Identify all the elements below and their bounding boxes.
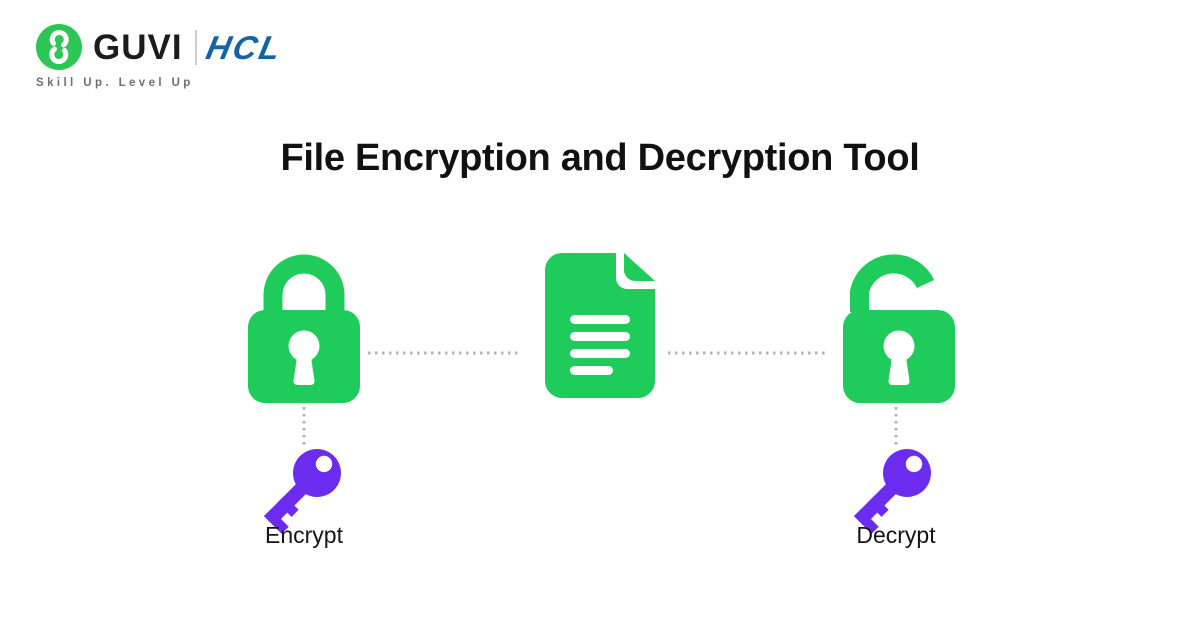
keyhole-circle xyxy=(288,330,320,362)
decrypt-label: Decrypt xyxy=(856,522,936,548)
open-shackle xyxy=(850,254,935,312)
key-head-hole xyxy=(905,455,923,473)
document-sheet xyxy=(545,253,655,398)
partner-logo: HCL xyxy=(202,28,286,66)
encrypt-label: Encrypt xyxy=(265,522,343,548)
guvi-logo-icon xyxy=(36,24,82,70)
document-text-line xyxy=(570,315,630,324)
keyhole-slot xyxy=(293,350,315,386)
logo-row: GUVI HCL xyxy=(36,24,286,70)
keyhole-slot xyxy=(888,350,910,386)
document-icon xyxy=(545,253,655,398)
page-title: File Encryption and Decryption Tool xyxy=(280,137,920,179)
key-head-hole xyxy=(315,455,333,473)
key-tooth xyxy=(853,509,879,534)
document-text-line xyxy=(570,366,613,375)
document-fold-corner xyxy=(624,253,655,281)
keyhole-circle xyxy=(883,330,915,362)
decrypt-key-icon xyxy=(853,449,931,534)
key-tooth xyxy=(867,495,889,517)
brand-name: GUVI xyxy=(93,27,183,67)
key-tooth xyxy=(277,495,299,517)
brand-tagline: Skill Up. Level Up xyxy=(36,77,194,89)
closed-padlock-icon xyxy=(248,254,360,403)
header-logo-lockup: GUVI HCL Skill Up. Level Up xyxy=(36,24,286,89)
open-padlock-icon xyxy=(843,254,955,403)
padlock-shackle xyxy=(263,254,345,312)
guvi-chain-g-icon xyxy=(49,29,69,65)
encrypt-key-icon xyxy=(263,449,341,534)
document-text-line xyxy=(570,349,630,358)
key-tooth xyxy=(263,509,289,534)
brand-divider xyxy=(194,29,197,65)
document-text-line xyxy=(570,332,630,341)
